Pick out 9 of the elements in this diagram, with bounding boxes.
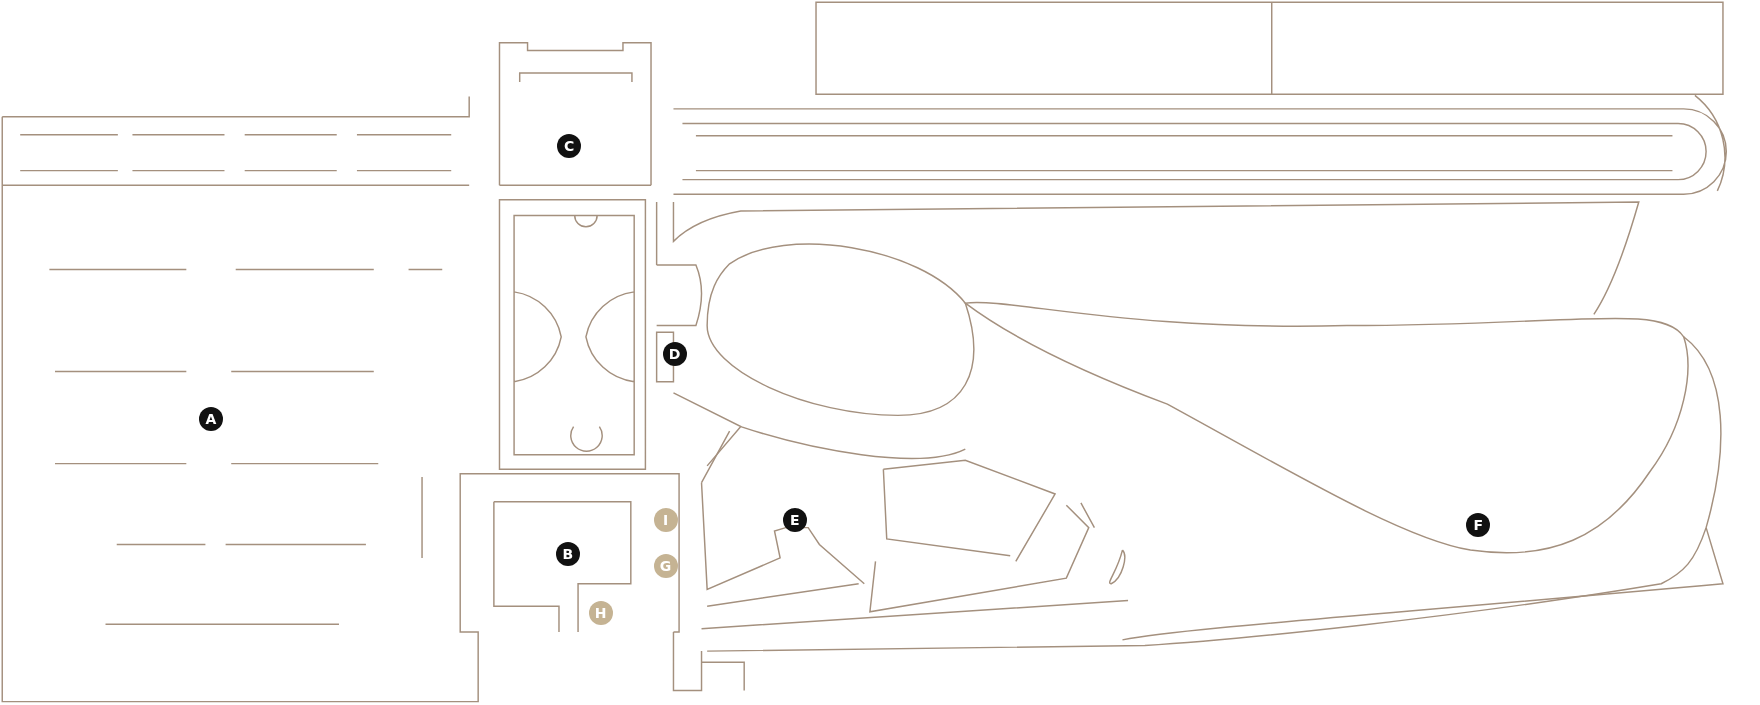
callout-letter: I [653,507,678,532]
callout-letter: F [1466,513,1491,538]
callout-letter: E [782,507,807,532]
callout-letter: A [199,406,223,431]
callout-letter: D [662,341,687,366]
callout-letter: G [653,553,678,578]
callout-letter: C [557,133,582,158]
callout-letter: B [555,542,580,567]
callout-letter: H [588,600,613,625]
